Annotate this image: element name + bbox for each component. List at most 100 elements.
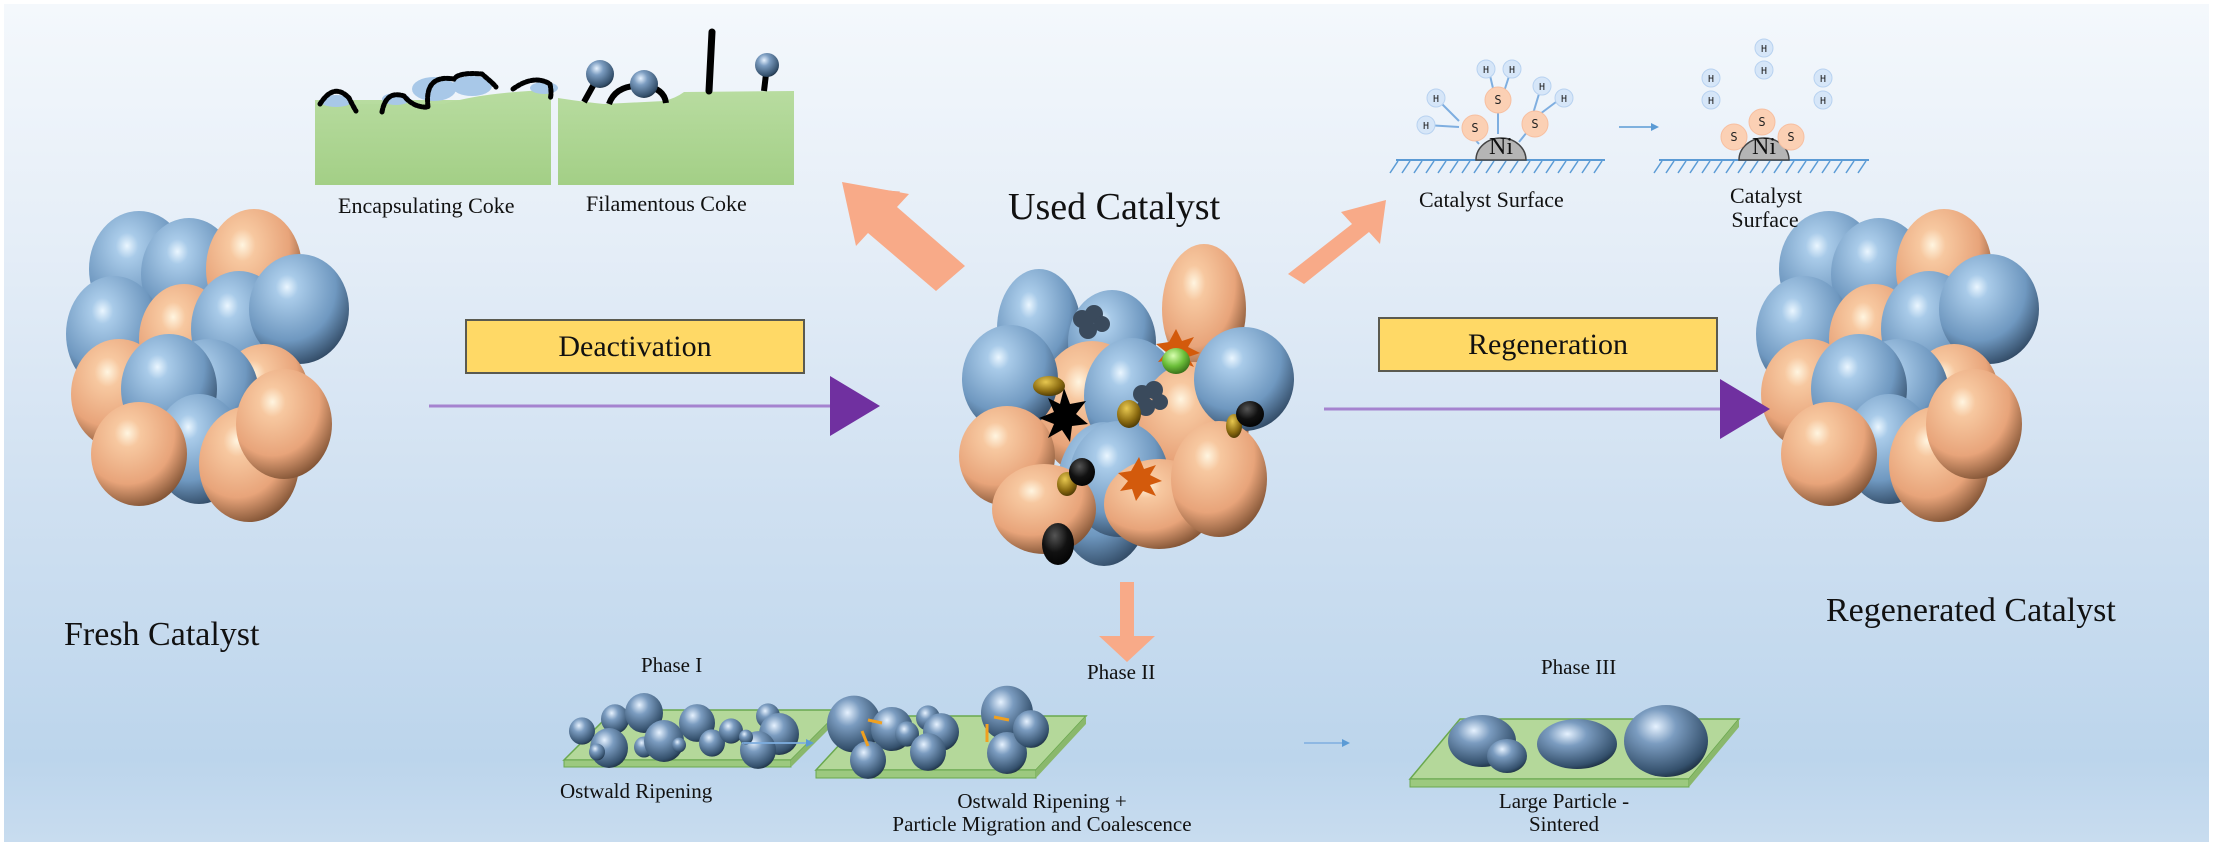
nickel-symbol: Ni xyxy=(1489,134,1513,160)
coke-deposit-cloud xyxy=(1073,305,1168,416)
filamentous-coke-illustration xyxy=(558,28,794,185)
metal-particle xyxy=(589,743,605,761)
hydrogen-symbol: H xyxy=(1761,66,1767,77)
metal-particle xyxy=(601,704,629,734)
hydrogen-atom xyxy=(1754,60,1774,80)
fresh-catalyst-cluster xyxy=(66,209,349,522)
used-catalyst-cluster xyxy=(959,244,1294,566)
hydrogen-atom xyxy=(1813,68,1833,88)
metal-particle xyxy=(672,737,686,753)
blue-sphere xyxy=(1939,254,2039,364)
hydrogen-atom xyxy=(1554,88,1574,108)
sulfur-atom xyxy=(1461,114,1489,142)
phase-2-caption-line1: Ostwald Ripening + xyxy=(957,789,1127,813)
hydrogen-atom xyxy=(1426,88,1446,108)
orange-sphere xyxy=(1926,369,2022,479)
metal-particle xyxy=(827,695,881,753)
sulfur-symbol: S xyxy=(1471,121,1478,135)
metal-particle xyxy=(895,721,919,747)
catalyst-surface-label-2-line1: Catalyst xyxy=(1730,183,1803,208)
metal-particle xyxy=(719,718,743,744)
phase-2-caption: Ostwald Ripening + Particle Migration an… xyxy=(792,789,1292,837)
regeneration-label-box: Regeneration xyxy=(1378,317,1718,372)
phase-3-caption: Large Particle - Sintered xyxy=(1464,789,1664,837)
deactivation-label: Deactivation xyxy=(558,329,712,363)
sulfur-symbol: S xyxy=(1531,117,1538,131)
hydrogen-atom xyxy=(1701,90,1721,110)
fresh-catalyst-label: Fresh Catalyst xyxy=(64,616,260,653)
phase-1-title: Phase I xyxy=(641,653,703,677)
phase-3-title: Phase III xyxy=(1541,655,1617,679)
encapsulating-coke-illustration xyxy=(315,71,558,185)
phase-flow-arrow-2 xyxy=(1304,739,1350,747)
orange-sphere xyxy=(91,402,187,506)
catalyst-surface-label-2: Catalyst Surface xyxy=(1730,183,1803,233)
phase-3-caption-line1: Large Particle - xyxy=(1498,789,1630,813)
catalyst-surface-label-2-line2: Surface xyxy=(1731,207,1799,233)
sulfur-atom xyxy=(1748,108,1776,136)
sulfur-symbol: S xyxy=(1787,130,1794,144)
phase-2-caption-line2: Particle Migration and Coalescence xyxy=(892,812,1192,837)
hydrogen-symbol: H xyxy=(1423,121,1429,132)
phase-1-particles xyxy=(569,693,799,769)
encapsulating-coke-label: Encapsulating Coke xyxy=(338,193,515,218)
sulfur-poisoning-arrow xyxy=(1619,123,1659,131)
hydrogen-symbol: H xyxy=(1509,65,1515,76)
hydrogen-atom xyxy=(1532,76,1552,96)
green-particle xyxy=(1162,348,1190,374)
hydrogen-symbol: H xyxy=(1761,44,1767,55)
metal-particle xyxy=(569,717,595,745)
deactivation-label-box: Deactivation xyxy=(465,319,805,374)
sulfur-atom xyxy=(1720,123,1748,151)
metal-particle xyxy=(699,729,725,757)
hydrogen-atom xyxy=(1754,38,1774,58)
hydrogen-symbol: H xyxy=(1561,94,1567,105)
hydrogen-atom xyxy=(1701,68,1721,88)
metal-particle xyxy=(644,720,684,762)
hydrogen-symbol: H xyxy=(1820,74,1826,85)
sulfur-atom xyxy=(1521,110,1549,138)
sulfur-symbol: S xyxy=(1730,130,1737,144)
deactivation-arrow xyxy=(429,376,880,436)
sulfur-poisoning-after xyxy=(1653,137,1869,174)
poison-star-orange-2 xyxy=(1118,457,1162,501)
metal-particle xyxy=(1013,710,1049,748)
regeneration-arrow xyxy=(1324,379,1770,439)
hydrogen-atom xyxy=(1416,115,1436,135)
hydrogen-atom xyxy=(1813,90,1833,110)
arrow-to-sulfur-poisoning xyxy=(1288,200,1386,284)
migration-arrows xyxy=(860,715,1010,747)
sulfur-atom xyxy=(1777,123,1805,151)
orange-sphere xyxy=(1781,402,1877,506)
filamentous-coke-label: Filamentous Coke xyxy=(586,191,747,216)
hydrogen-symbol: H xyxy=(1708,96,1714,107)
regenerated-catalyst-label: Regenerated Catalyst xyxy=(1826,592,2116,629)
hydrogen-symbol: H xyxy=(1820,96,1826,107)
phase-2-title: Phase II xyxy=(1087,660,1156,684)
phase-flow-arrow-1 xyxy=(744,739,814,747)
phase-2-particles xyxy=(827,685,1049,779)
phase-1-caption: Ostwald Ripening xyxy=(560,779,713,803)
metal-particle xyxy=(910,733,946,771)
used-catalyst-label: Used Catalyst xyxy=(1008,186,1221,228)
metal-particle xyxy=(625,693,663,733)
arrow-to-sintering xyxy=(1099,582,1155,662)
hydrogen-symbol: H xyxy=(1708,74,1714,85)
regenerated-catalyst-cluster xyxy=(1756,209,2039,522)
carbon-star-black xyxy=(1039,388,1088,442)
sulfur-symbol: S xyxy=(1758,115,1765,129)
phase-3-caption-line2: Sintered xyxy=(1529,812,1599,837)
arrow-to-coke xyxy=(842,182,965,291)
blue-sphere xyxy=(249,254,349,364)
metal-particle xyxy=(739,729,753,745)
sulfur-symbol: S xyxy=(1494,93,1501,107)
hydrogen-atom xyxy=(1476,59,1496,79)
regeneration-label: Regeneration xyxy=(1468,327,1628,361)
metal-particle xyxy=(987,732,1027,774)
hydrogen-symbol: H xyxy=(1433,94,1439,105)
hydrogen-symbol: H xyxy=(1483,65,1489,76)
metal-particle xyxy=(850,741,886,779)
